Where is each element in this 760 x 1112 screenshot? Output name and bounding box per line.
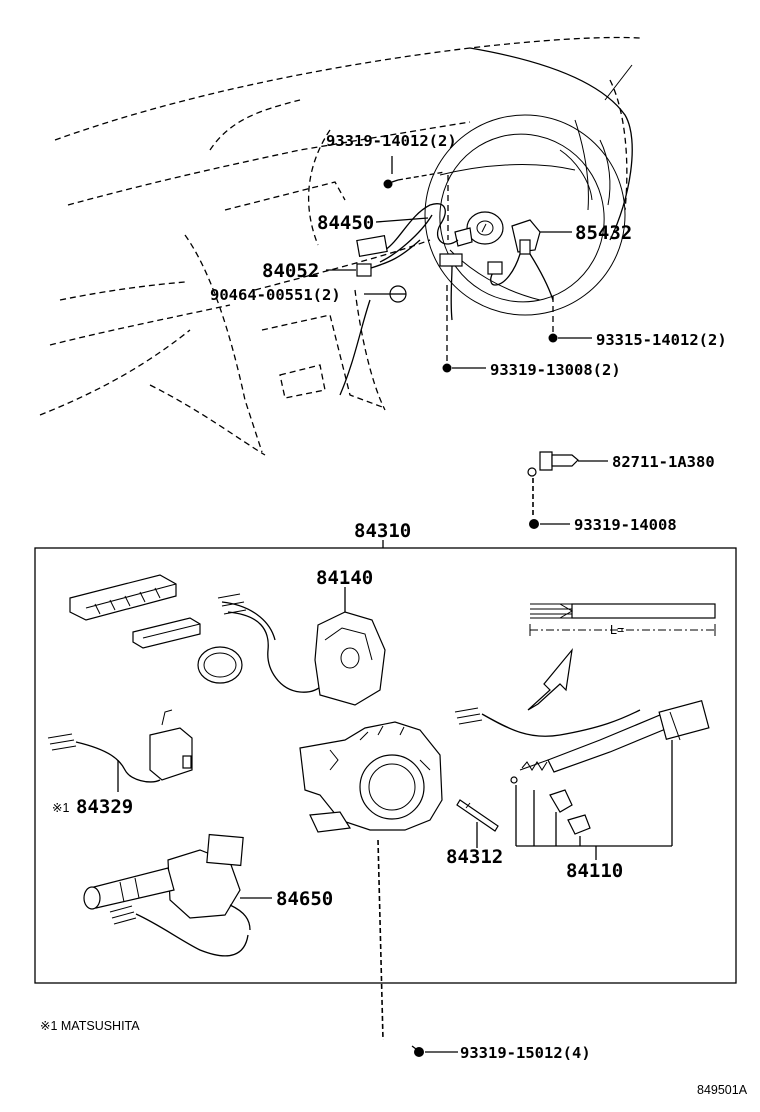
label-93319-14012: 93319-14012(2) bbox=[326, 132, 457, 150]
lock-cylinder-84450 bbox=[356, 175, 504, 263]
label-84450: 84450 bbox=[317, 212, 374, 234]
dashboard-outline bbox=[39, 36, 641, 456]
label-84052: 84052 bbox=[262, 260, 319, 282]
screw-93319-14012 bbox=[383, 171, 446, 189]
connector-84052 bbox=[356, 239, 421, 277]
label-84329-mark: ※1 bbox=[52, 801, 69, 815]
pin-84312 bbox=[456, 799, 499, 832]
footnote: ※1 MATSUSHITA bbox=[40, 1019, 140, 1033]
label-93319-15012: 93319-15012(4) bbox=[460, 1044, 591, 1062]
spring-and-pin bbox=[510, 761, 548, 784]
leader-84110 bbox=[515, 740, 673, 860]
label-84329: 84329 bbox=[76, 796, 133, 818]
label-84110: 84110 bbox=[566, 860, 623, 882]
screw-93319-14008 bbox=[529, 478, 570, 529]
figure-code: 849501A bbox=[697, 1083, 748, 1097]
label-84140: 84140 bbox=[316, 567, 373, 589]
combination-switch-body bbox=[299, 721, 443, 833]
label-84312: 84312 bbox=[446, 846, 503, 868]
connector-block-large bbox=[69, 574, 177, 621]
label-84310: 84310 bbox=[354, 520, 411, 542]
lever-switch-84110 bbox=[454, 700, 710, 773]
wire-length-detail bbox=[529, 603, 716, 636]
label-length: L= bbox=[610, 623, 624, 637]
label-93319-13008: 93319-13008(2) bbox=[490, 361, 621, 379]
screw-93315-14012 bbox=[548, 296, 592, 343]
label-93319-14008: 93319-14008 bbox=[574, 516, 677, 534]
retaining-ring bbox=[197, 646, 243, 684]
screw-line-93319-15012 bbox=[377, 839, 384, 1041]
leader-84450 bbox=[375, 217, 429, 223]
connector-block-small bbox=[132, 617, 201, 649]
label-90464-00551: 90464-00551(2) bbox=[210, 286, 341, 304]
harness-84140 bbox=[217, 593, 386, 706]
switch-85432 bbox=[439, 219, 554, 321]
label-85432: 85432 bbox=[575, 222, 632, 244]
label-82711-1A380: 82711-1A380 bbox=[612, 453, 715, 471]
connector-82711-1A380 bbox=[527, 451, 608, 477]
assembly-frame-84310 bbox=[34, 547, 737, 984]
detail-arrow bbox=[527, 647, 573, 711]
clip-90464-00551 bbox=[339, 285, 407, 396]
label-93315-14012: 93315-14012(2) bbox=[596, 331, 727, 349]
screw-93319-15012 bbox=[411, 1045, 458, 1057]
bracket-84110 bbox=[549, 789, 591, 835]
wiper-switch-84650 bbox=[83, 833, 251, 957]
connector-84329 bbox=[47, 709, 193, 783]
label-84650: 84650 bbox=[276, 888, 333, 910]
steering-wheel bbox=[424, 47, 633, 316]
screw-93319-13008 bbox=[442, 285, 486, 373]
